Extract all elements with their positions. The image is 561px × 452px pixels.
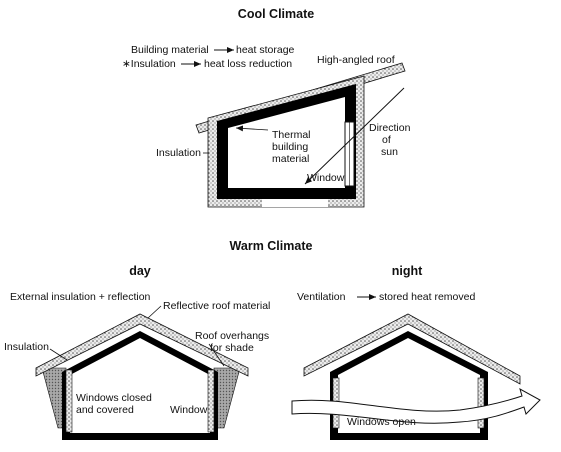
legend-heat-storage: heat storage <box>236 44 295 56</box>
ventilation-label: Ventilation <box>297 291 346 303</box>
night-title: night <box>392 264 423 278</box>
airflow-arrow <box>291 387 541 424</box>
windows-closed-line2: and covered <box>76 404 134 416</box>
day-roof-insulation <box>35 313 249 377</box>
legend-building-material: Building material <box>131 44 209 56</box>
night-right-window <box>477 377 485 429</box>
day-left-window <box>65 369 73 433</box>
day-right-window <box>207 369 215 433</box>
thermal-label-line2: building <box>272 141 308 153</box>
legend-heat-loss-reduction: heat loss reduction <box>204 58 292 70</box>
cool-climate-title: Cool Climate <box>238 7 314 21</box>
warm-climate-title: Warm Climate <box>230 239 313 253</box>
overhang-label-line1: Roof overhangs <box>195 330 269 342</box>
sun-direction-arrow <box>304 87 405 185</box>
windows-closed-line1: Windows closed <box>76 392 152 404</box>
windows-open-label: Windows open <box>347 416 416 428</box>
day-insulation-label: Insulation <box>4 341 49 353</box>
cool-climate-section: Cool Climate Building material heat stor… <box>122 7 411 208</box>
cool-floor-gap <box>262 199 328 207</box>
warm-climate-section: Warm Climate day External insulation + r… <box>4 239 541 440</box>
day-title: day <box>129 264 151 278</box>
day-interior <box>70 338 210 433</box>
stored-heat-label: stored heat removed <box>379 291 475 303</box>
external-insulation-label: External insulation + reflection <box>10 291 151 303</box>
day-window-label: Window <box>170 404 208 416</box>
thermal-label-line1: Thermal <box>272 129 311 141</box>
overhang-label-line2: for shade <box>210 342 254 354</box>
night-roof-insulation <box>303 313 521 385</box>
cool-window-label: Window <box>307 172 345 184</box>
thermal-pointer <box>235 125 269 132</box>
sun-label-line2: of <box>382 134 391 146</box>
sun-label-line3: sun <box>381 146 398 158</box>
warm-day-diagram: day External insulation + reflection Ref… <box>4 264 270 440</box>
sun-label-line1: Direction <box>369 122 411 134</box>
cool-insulation-label: Insulation <box>156 147 201 159</box>
thermal-label-line3: material <box>272 153 309 165</box>
warm-night-diagram: night Ventilation stored heat removed Wi… <box>291 264 541 440</box>
reflective-roof-label: Reflective roof material <box>163 300 270 312</box>
legend-insulation: ∗Insulation <box>122 58 176 70</box>
high-angled-roof-label: High-angled roof <box>317 54 395 66</box>
cool-interior <box>228 97 345 188</box>
